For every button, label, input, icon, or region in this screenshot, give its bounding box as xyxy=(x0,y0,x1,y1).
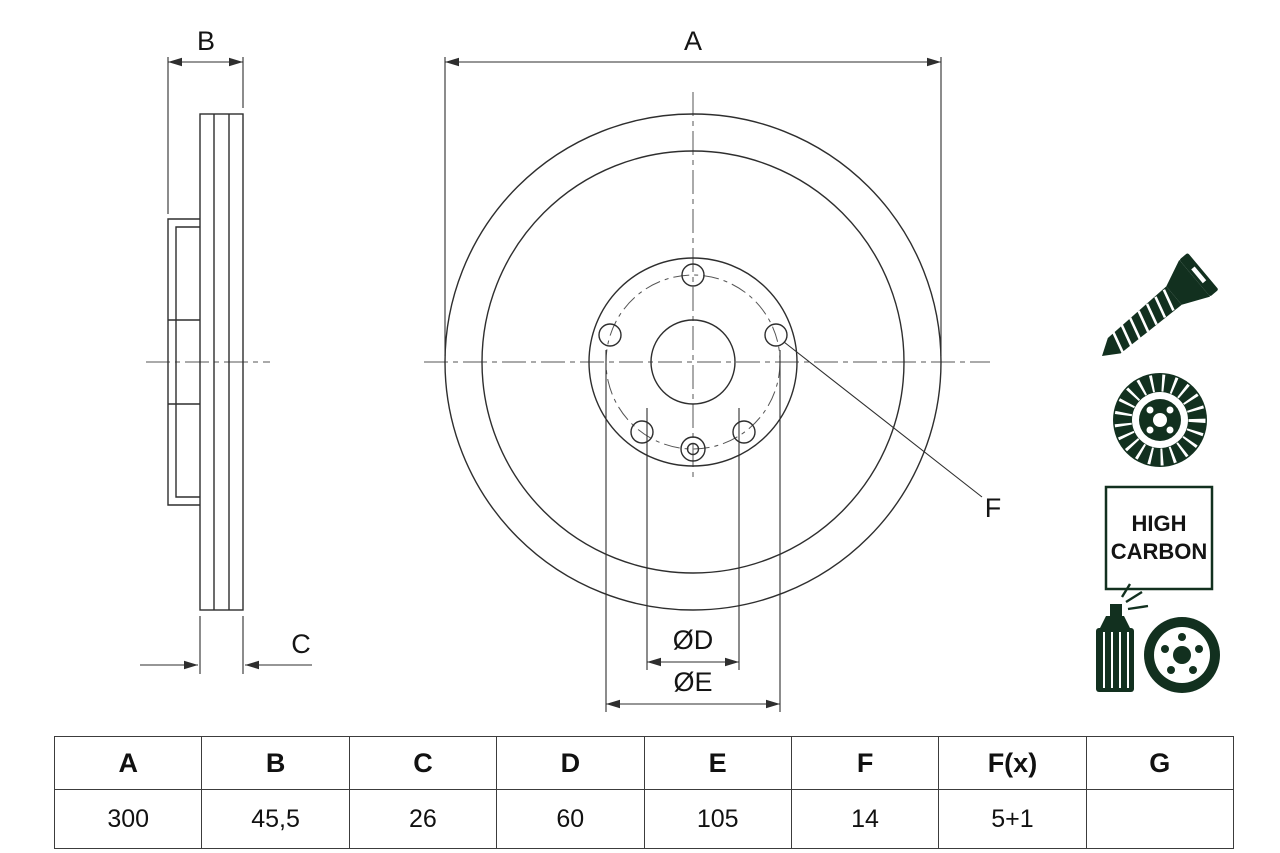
table-header-cell: F(x) xyxy=(938,736,1087,790)
spray-burst xyxy=(1120,583,1149,611)
dimension-c xyxy=(140,616,312,674)
table-header-row: A B C D E F F(x) G xyxy=(53,736,1235,790)
table-header-cell: B xyxy=(201,736,350,790)
coated-hub xyxy=(1144,617,1220,693)
table-value-cell: 45,5 xyxy=(201,789,350,849)
table-value-cell: 300 xyxy=(53,789,203,849)
dim-e-label: ØE xyxy=(673,667,712,697)
high-carbon-line1: HIGH xyxy=(1132,511,1187,536)
bolt-holes xyxy=(598,263,788,444)
dimension-f-leader xyxy=(783,341,983,498)
table-header-cell: F xyxy=(790,736,940,790)
dim-b-label: B xyxy=(197,26,215,56)
spray-can-icon xyxy=(1096,583,1220,693)
table-header-cell: D xyxy=(496,736,645,790)
dimension-b xyxy=(167,57,244,214)
dim-a-label: A xyxy=(684,26,702,56)
centerlines xyxy=(146,92,990,478)
outer-diameter-circle xyxy=(444,113,942,611)
dimension-e xyxy=(605,350,781,712)
front-view xyxy=(444,113,942,611)
friction-ring-inner-circle xyxy=(481,150,905,574)
center-bore-circle xyxy=(650,319,736,405)
dimension-a xyxy=(444,57,942,356)
hub-hat-outline xyxy=(167,218,200,506)
dim-c-label: C xyxy=(291,629,311,659)
brake-disc-drawing: A B C ØD ØE xyxy=(140,26,1220,712)
screw-icon xyxy=(1102,253,1218,356)
dim-f-label: F xyxy=(985,493,1002,523)
high-carbon-line2: CARBON xyxy=(1111,539,1208,564)
table-value-cell: 26 xyxy=(348,789,498,849)
high-carbon-badge: HIGH CARBON xyxy=(1104,485,1214,591)
table-header-cell: E xyxy=(643,736,792,790)
dimension-d xyxy=(646,408,740,670)
table-header-cell: C xyxy=(348,736,498,790)
dimensions-table: A B C D E F F(x) G 300 45,5 26 60 105 14… xyxy=(53,736,1235,849)
table-value-cell: 60 xyxy=(496,789,645,849)
table-header-cell: G xyxy=(1085,736,1235,790)
table-value-cell: 105 xyxy=(643,789,792,849)
screw-slot xyxy=(1191,266,1207,284)
table-header-cell: A xyxy=(53,736,203,790)
hub-hat-inner xyxy=(175,226,200,498)
hub-face-circle xyxy=(588,257,798,467)
side-view xyxy=(167,113,244,611)
brake-disc-icon xyxy=(1113,373,1207,467)
table-value-row: 300 45,5 26 60 105 14 5+1 xyxy=(53,789,1235,849)
locating-pin-hole xyxy=(680,436,706,462)
dim-d-label: ØD xyxy=(673,625,714,655)
table-value-cell: 5+1 xyxy=(938,789,1087,849)
table-value-cell xyxy=(1085,789,1235,849)
table-value-cell: 14 xyxy=(790,789,940,849)
